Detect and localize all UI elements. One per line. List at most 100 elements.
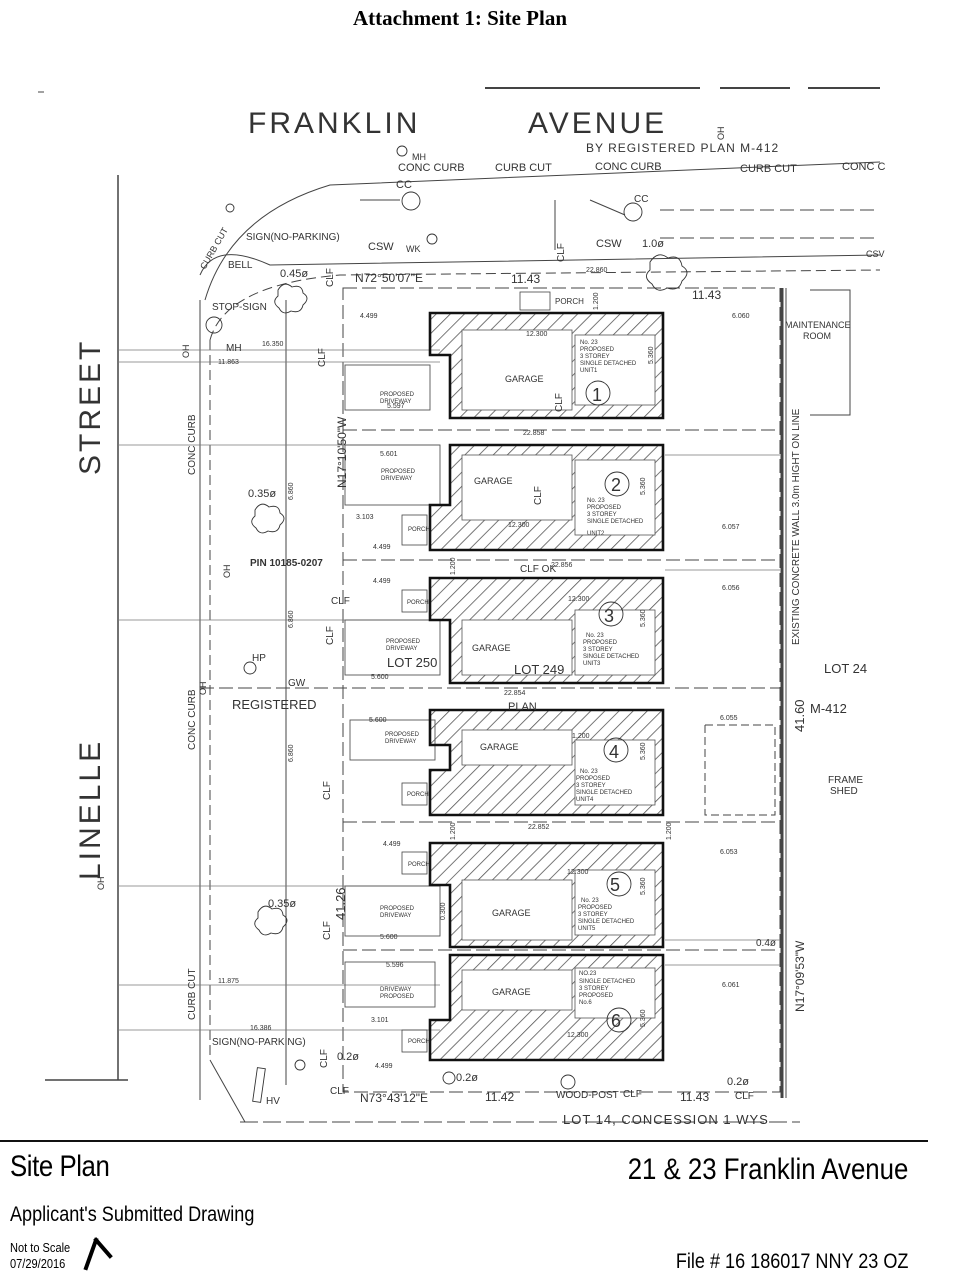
curb-cut-3: CURB CUT — [198, 225, 230, 271]
dim-29: 4.499 — [375, 1063, 393, 1070]
unit-5-num: 5 — [610, 875, 620, 895]
clf-bottom: CLF — [735, 1091, 754, 1102]
street-label: STREET — [74, 339, 107, 475]
unit-1-garage: GARAGE — [505, 374, 544, 384]
dim-11: 22.856 — [551, 562, 573, 569]
dim-40: 5.360 — [640, 1009, 647, 1027]
unit-4-num: 4 — [609, 742, 619, 762]
scale-note: Not to Scale — [10, 1240, 71, 1255]
dim-18: 1.200 — [572, 733, 590, 740]
unit-3-desc-1: PROPOSED — [583, 640, 618, 646]
cc-label-2: CC — [634, 194, 648, 205]
unit-3-num: 3 — [604, 606, 614, 626]
dim-28: 12.300 — [567, 1032, 589, 1039]
north-arrow-icon — [83, 1237, 113, 1271]
dim-32: 6.860 — [288, 482, 295, 500]
concrete-wall-label: EXISTING CONCRETE WALL 3.0m HIGHT ON LIN… — [791, 408, 802, 645]
m412-label: M-412 — [810, 701, 847, 716]
unit-6: GARAGE 6 NO.23 SINGLE DETACHED 3 STOREY … — [380, 971, 636, 1045]
registered-plan-label: BY REGISTERED PLAN M-412 — [586, 141, 779, 155]
curb-cut-left: CURB CUT — [187, 968, 198, 1020]
unit-5-desc-4: UNIT5 — [578, 926, 596, 932]
csw-label-1: CSW — [368, 241, 394, 253]
unit-3: GARAGE 3 No. 23 PROPOSED 3 STOREY SINGLE… — [386, 600, 640, 667]
csw-label-3: CSV — [866, 249, 885, 259]
unit-2: GARAGE 2 No. 23 PROPOSED 3 STOREY SINGLE… — [381, 469, 644, 537]
dist-north: 11.43 — [511, 272, 540, 286]
dim-19: 6.055 — [720, 715, 738, 722]
unit-6-desc-1: SINGLE DETACHED — [579, 979, 636, 985]
pin-label: PIN 10185-0207 — [250, 558, 323, 569]
dim-37: 5.360 — [640, 609, 647, 627]
dim-9: 6.057 — [722, 524, 740, 531]
dim-1: 4.499 — [360, 313, 378, 320]
dim-41: 1.200 — [593, 292, 600, 310]
clf-8: CLF — [330, 1086, 349, 1097]
frame-shed-1: FRAME — [828, 775, 863, 786]
page-title: Attachment 1: Site Plan — [352, 6, 568, 30]
tree-10: 1.0ø — [642, 238, 664, 250]
dim-36: 5.360 — [640, 477, 647, 495]
dim-35: 5.360 — [648, 346, 655, 364]
csw-label-2: CSW — [596, 238, 622, 250]
oh-3: OH — [198, 682, 208, 696]
unit-2-garage: GARAGE — [474, 476, 513, 486]
unit-3-drive-1: DRIVEWAY — [386, 646, 417, 652]
unit-1-porch: PORCH — [555, 297, 584, 306]
clf-3: CLF — [331, 596, 350, 607]
unit-4-desc-2: 3 STOREY — [576, 783, 606, 789]
gw-label: GW — [288, 678, 306, 689]
dist-north-east: 11.43 — [692, 288, 721, 302]
tree-02a: 0.2ø — [337, 1051, 359, 1063]
curb-cut-2: CURB CUT — [740, 163, 797, 175]
dim-6: 5.601 — [380, 451, 398, 458]
file-number: File # 16 186017 NNY 23 OZ — [675, 1250, 908, 1273]
dim-17: 5.600 — [369, 717, 387, 724]
unit-2-desc-2: 3 STOREY — [587, 512, 617, 518]
d-11863: 11.863 — [218, 359, 239, 366]
clf-4: CLF — [325, 626, 336, 645]
dim-33: 6.860 — [288, 610, 295, 628]
bearing-west: N17°10'50"W — [335, 416, 349, 488]
dim-15: 5.600 — [371, 674, 389, 681]
dim-42: 1.200 — [450, 557, 457, 575]
oh-5: OH — [716, 127, 726, 141]
d-16386: 16.386 — [250, 1025, 272, 1032]
dim-22: 12.300 — [567, 869, 589, 876]
clf-11: CLF — [533, 486, 544, 505]
maintenance-label-1: MAINTENANCE — [785, 320, 851, 330]
dim-39: 5.360 — [640, 877, 647, 895]
tree-045: 0.45ø — [280, 268, 308, 280]
d-16350: 16.350 — [262, 341, 284, 348]
bearing-north: N72°50'07"E — [355, 271, 423, 285]
dim-7: 3.103 — [356, 514, 374, 521]
wood-post-label: WOOD-POST — [556, 1090, 619, 1101]
dist-south-1: 11.42 — [485, 1090, 514, 1104]
unit-6-desc-0: NO.23 — [579, 971, 597, 977]
bearing-south: N73°43'12"E — [360, 1091, 428, 1105]
unit-2-porch: PORCH — [408, 527, 430, 533]
oh-2: OH — [222, 565, 232, 579]
unit-4-desc-1: PROPOSED — [576, 776, 611, 782]
dim-34: 6.860 — [288, 744, 295, 762]
unit-3-desc-0: No. 23 — [586, 633, 604, 639]
unit-3-desc-3: SINGLE DETACHED — [583, 654, 640, 660]
bearing-east: N17°09'53"W — [793, 940, 807, 1012]
oh-4: OH — [96, 877, 106, 891]
conc-curb-2: CONC CURB — [595, 161, 662, 173]
unit-2-drive-1: DRIVEWAY — [381, 476, 412, 482]
maintenance-label-2: ROOM — [803, 331, 831, 341]
unit-4-garage: GARAGE — [480, 742, 519, 752]
unit-6-drive-0: DRIVEWAY — [380, 987, 411, 993]
dim-20: 22.852 — [528, 824, 550, 831]
unit-3-desc-2: 3 STOREY — [583, 647, 613, 653]
plan-date: 07/29/2016 — [10, 1256, 66, 1271]
oh-1: OH — [181, 345, 191, 359]
tree-035b: 0.35ø — [268, 898, 296, 910]
unit-3-desc-4: UNIT3 — [583, 661, 601, 667]
site-plan-drawing: FRANKLIN AVENUE BY REGISTERED PLAN M-412… — [38, 87, 885, 1127]
unit-3-drive-0: PROPOSED — [386, 639, 421, 645]
unit-4-desc-3: SINGLE DETACHED — [576, 790, 633, 796]
clf-1: CLF — [325, 268, 336, 287]
d-11875: 11.875 — [218, 978, 239, 985]
